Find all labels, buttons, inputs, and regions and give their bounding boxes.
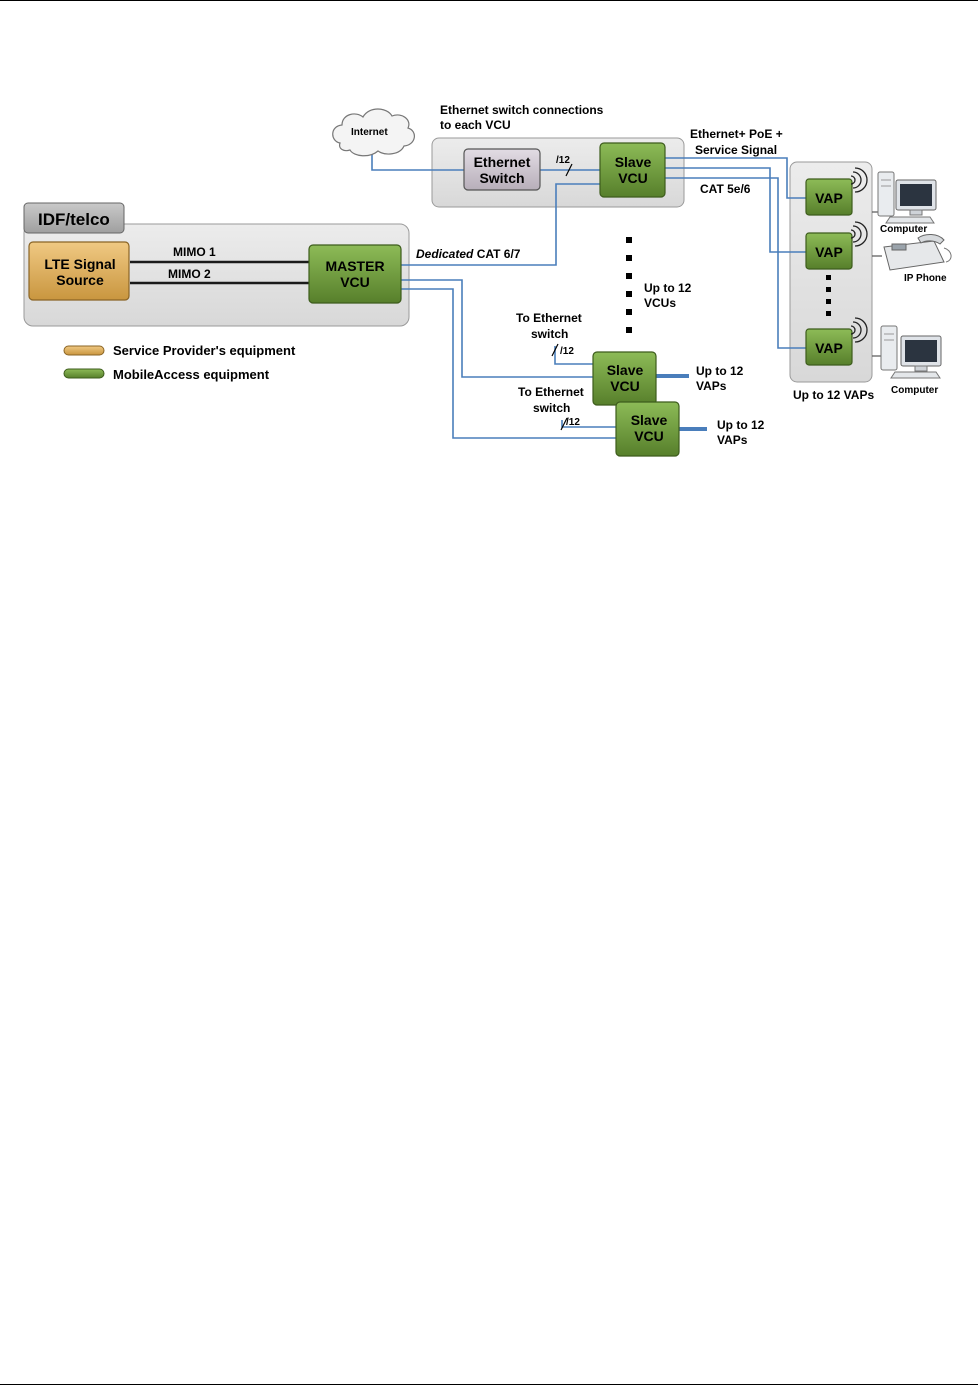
cat5-label: CAT 5e/6	[700, 182, 751, 196]
to-ethernet-label-2: To Ethernet	[518, 385, 584, 399]
legend-service-provider: Service Provider's equipment	[113, 343, 296, 358]
up-to-12-vcus-2: VCUs	[644, 296, 676, 310]
slave-vcu-3-label-1: Slave	[631, 412, 668, 428]
slave-vcu-3	[615, 401, 680, 457]
computer-icon-2	[880, 325, 942, 379]
bottom-rule	[0, 1384, 978, 1385]
vap-3-label: VAP	[815, 340, 843, 356]
master-slave3-line	[401, 288, 616, 439]
mimo1-label: MIMO 1	[173, 245, 216, 259]
ethernet-switch-box	[463, 148, 541, 191]
ip-phone-label: IP Phone	[904, 273, 947, 284]
vcu-ellipsis-dots	[626, 237, 632, 333]
dedicated-italic: Dedicated	[416, 247, 474, 261]
slave-vap3-line	[665, 177, 806, 349]
slash12-label-3: /12	[566, 417, 580, 428]
switch-label-2: switch	[533, 401, 570, 415]
vap-ellipsis-dots	[826, 275, 831, 316]
master-label: MASTER	[325, 258, 384, 274]
slave-vcu-2-label-2: VCU	[610, 378, 640, 394]
slash12-label-2: /12	[560, 346, 574, 357]
up-to-12-vcus-1: Up to 12	[644, 281, 692, 295]
up-to-12-vaps-b-2: VAPs	[717, 433, 748, 447]
connection-lines	[371, 152, 806, 439]
up-to-12-vaps-a-2: VAPs	[696, 379, 727, 393]
slash-marks	[551, 163, 573, 431]
vap-2-label: VAP	[815, 244, 843, 260]
switch-label-1: switch	[531, 327, 568, 341]
slave-vap1-line	[665, 157, 806, 199]
slave-vcu-top-label-2: VCU	[618, 170, 648, 186]
internet-label: Internet	[351, 127, 388, 138]
lte-label-1: LTE Signal	[44, 256, 115, 272]
slave-vcu-3-label-2: VCU	[634, 428, 664, 444]
poe-label-2: Service Signal	[695, 143, 777, 157]
up-to-12-vaps-a-1: Up to 12	[696, 364, 744, 378]
computer-icon-1	[877, 171, 937, 224]
ip-phone-icon	[883, 234, 952, 271]
up-to-12-vaps-b-1: Up to 12	[717, 418, 765, 432]
master-top-slave-line	[401, 183, 600, 266]
master-vcu-label: VCU	[340, 274, 370, 290]
slash12-top-label: /12	[556, 155, 570, 166]
vap-1: VAP	[805, 178, 853, 216]
vap-3: VAP	[805, 328, 853, 366]
slave-vap2-line	[665, 167, 806, 253]
slave-vcu-top	[599, 142, 666, 198]
mimo2-label: MIMO 2	[168, 267, 211, 281]
vap-1-label: VAP	[815, 190, 843, 206]
legend-green-swatch	[63, 368, 105, 379]
legend-tan-swatch	[63, 345, 105, 356]
eth-switch-title-2: to each VCU	[440, 118, 511, 132]
up-to-12-vaps-label: Up to 12 VAPs	[793, 388, 874, 402]
to-ethernet-label-1: To Ethernet	[516, 311, 582, 325]
dedicated-cat-label: Dedicated CAT 6/7	[416, 247, 521, 261]
idf-tab	[23, 202, 125, 234]
computer-label-1: Computer	[880, 224, 927, 235]
vap-panel	[789, 161, 873, 383]
idf-telco-label: IDF/telco	[38, 210, 110, 229]
master-vcu-box	[308, 244, 402, 304]
internet-line	[371, 152, 464, 171]
ethernet-switch-label-2: Switch	[479, 170, 524, 186]
poe-label-1: Ethernet+ PoE +	[690, 127, 783, 141]
computer-label-2: Computer	[891, 385, 938, 396]
legend-mobileaccess: MobileAccess equipment	[113, 367, 270, 382]
master-slave2-line	[401, 279, 593, 378]
slave-vcu-top-label-1: Slave	[615, 154, 652, 170]
vap-2: VAP	[805, 232, 853, 270]
top-rule	[0, 0, 978, 1]
lte-signal-source-box	[28, 241, 130, 301]
dedicated-rest: CAT 6/7	[473, 247, 520, 261]
eth-switch-title-1: Ethernet switch connections	[440, 103, 604, 117]
slave-vcu-2-label-1: Slave	[607, 362, 644, 378]
lte-label-2: Source	[56, 272, 104, 288]
ethernet-switch-label-1: Ethernet	[474, 154, 531, 170]
wireless-signal-icon	[850, 167, 868, 343]
slave2-eth-stub	[554, 346, 593, 365]
internet-cloud-icon	[332, 108, 415, 157]
